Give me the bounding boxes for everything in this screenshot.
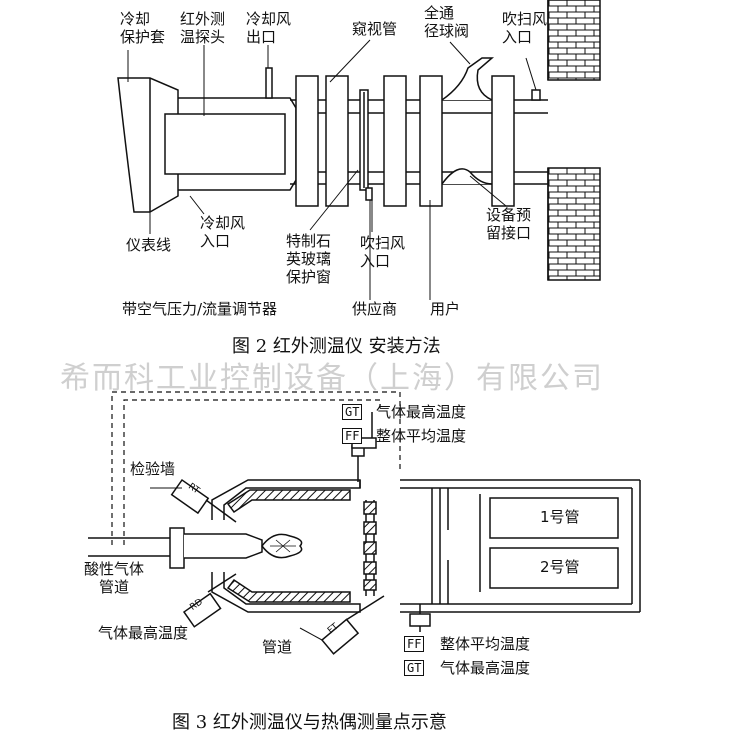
top-ff-box: FF [342,428,363,444]
ball-valve [441,57,495,185]
label-purge-inlet-top: 吹扫风 入口 [502,10,548,46]
label-instrument-line: 仪表线 [126,236,172,254]
label-quartz-window: 特制石 英玻璃 保护窗 [286,232,332,286]
label-ball-valve: 全通 径球阀 [424,4,470,40]
label-cooling-air-outlet: 冷却风 出口 [246,10,292,46]
label-top-ff: 整体平均温度 [376,427,467,445]
label-reserved-port: 设备预 留接口 [486,206,532,242]
figure2-drawing [117,0,601,300]
sensor-gas-max [182,573,237,628]
label-tube1: 1号管 [540,508,580,526]
figure2-caption: 图 2 红外测温仪 安装方法 [232,336,441,357]
label-acid-gas-pipe: 酸性气体 管道 [84,560,145,596]
figure2-leader-lines [127,39,537,300]
bottom-ff-box: FF [404,636,425,652]
label-regulator: 带空气压力/流量调节器 [122,300,278,318]
purge-port [531,89,541,101]
label-inspection-wall: 检验墙 [130,460,176,478]
figure3-caption: 图 3 红外测温仪与热偶测量点示意 [172,712,447,733]
flame-hatch [270,539,296,553]
label-pipe: 管道 [262,638,293,656]
figure3-drawing [88,391,641,655]
label-tube2: 2号管 [540,558,580,576]
signal-dashed-lines [111,391,401,545]
sensor-pipe [320,595,385,655]
checker-wall [363,501,377,591]
label-gas-max-left: 气体最高温度 [98,624,189,642]
label-top-gt: 气体最高温度 [376,403,467,421]
figure3-leader-lines [150,487,323,641]
ir-probe-body [164,67,297,191]
label-sight-tube: 窥视管 [352,20,398,38]
label-ir-probe: 红外测 温探头 [180,10,226,46]
label-bottom-gt: 气体最高温度 [440,659,531,677]
top-gt-box: GT [342,404,363,420]
label-cooling-air-inlet: 冷却风 入口 [200,214,246,250]
pipe-flanges [295,75,515,207]
bottom-thermocouple [409,604,431,632]
reactor-shell [211,479,641,613]
label-user: 用户 [430,300,461,318]
cooling-jacket-shape [117,77,179,213]
tube-bundle [431,488,619,604]
top-thermocouple [351,412,377,482]
label-cooling-jacket: 冷却 保护套 [120,10,166,46]
label-supplier: 供应商 [352,300,398,318]
watermark-text: 希而科工业控制设备（上海）有限公司 [60,361,604,396]
label-bottom-ff: 整体平均温度 [440,635,531,653]
bottom-gt-box: GT [404,660,425,676]
quartz-window [359,89,373,201]
furnace-wall [547,0,601,281]
label-purge-inlet-bottom: 吹扫风 入口 [360,234,406,270]
